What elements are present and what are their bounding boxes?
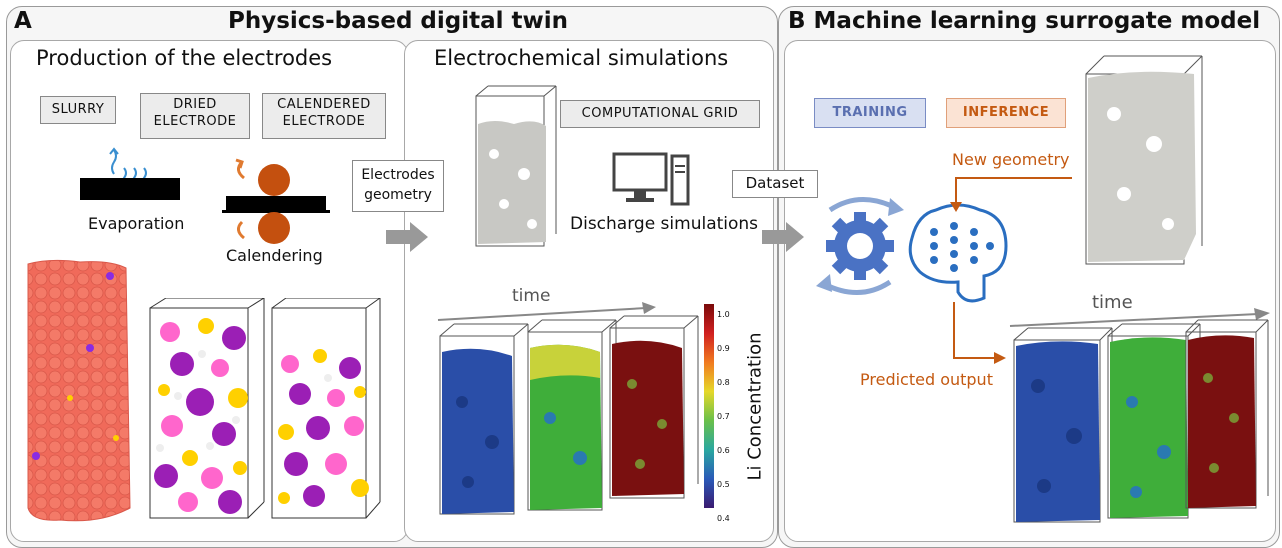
new-geometry-arrow: [950, 177, 1072, 212]
panel-a-letter: A: [14, 8, 32, 34]
computer-icon: [612, 152, 690, 206]
arrow-to-simulations: [386, 222, 428, 252]
dataset-label: Dataset: [732, 170, 818, 198]
computational-grid-label: COMPUTATIONAL GRID: [560, 100, 760, 128]
evaporation-illustration: [80, 147, 180, 200]
predicted-output-arrow: [953, 302, 1006, 364]
training-label: TRAINING: [814, 98, 926, 128]
simulation-volume-low: [439, 323, 529, 515]
electrochemical-title: Electrochemical simulations: [434, 46, 729, 70]
predicted-output-label: Predicted output: [860, 370, 993, 389]
electrodes-geometry-label: Electrodes geometry: [352, 160, 444, 212]
slurry-particle-column: [27, 259, 131, 522]
simulation-time-label: time: [512, 286, 551, 306]
simulation-time-arrow: [437, 302, 656, 321]
calendering-label: Calendering: [226, 246, 323, 265]
dried-electrode-packing: [149, 298, 265, 519]
new-geometry-label: New geometry: [952, 150, 1070, 169]
calendering-illustration: [222, 158, 330, 244]
colorbar-tick-1-0: 1.0: [717, 310, 730, 319]
new-geometry-volume: [1085, 55, 1203, 265]
discharge-simulations-label: Discharge simulations: [570, 214, 759, 234]
panel-b-title: Machine learning surrogate model: [813, 8, 1261, 34]
colorbar-tick-0-4: 0.4: [717, 514, 730, 523]
prediction-volume-low: [1013, 327, 1113, 523]
training-cycle-gear-icon: [816, 197, 904, 295]
li-concentration-colorbar: [704, 304, 714, 508]
colorbar-tick-0-9: 0.9: [717, 344, 730, 353]
colorbar-tick-0-7: 0.7: [717, 412, 730, 421]
simulation-volume-high: [609, 315, 699, 499]
brain-neural-network-icon: [908, 203, 1008, 303]
colorbar-ticks: 1.0 0.9 0.8 0.7 0.6 0.5 0.4: [717, 298, 730, 536]
inference-label: INFERENCE: [946, 98, 1066, 128]
li-concentration-label: Li Concentration: [744, 332, 766, 481]
colorbar-tick-0-5: 0.5: [717, 480, 730, 489]
slurry-label: SLURRY: [40, 96, 116, 124]
computational-grid-volume: [475, 85, 557, 247]
calendered-electrode-label: CALENDERED ELECTRODE: [262, 93, 386, 139]
colorbar-tick-0-8: 0.8: [717, 378, 730, 387]
panel-a-title: Physics-based digital twin: [228, 8, 569, 34]
production-title: Production of the electrodes: [36, 46, 333, 70]
dried-electrode-label: DRIED ELECTRODE: [140, 93, 250, 139]
panel-b-title-line: B Machine learning surrogate model: [788, 8, 1260, 34]
prediction-volume-high: [1185, 319, 1269, 509]
colorbar-tick-0-6: 0.6: [717, 446, 730, 455]
prediction-time-label: time: [1092, 292, 1133, 313]
simulation-volume-mid: [527, 319, 617, 511]
prediction-time-arrow: [1009, 308, 1270, 327]
evaporation-label: Evaporation: [88, 214, 185, 233]
panel-b-letter: B: [788, 8, 806, 34]
calendered-electrode-packing: [271, 298, 381, 519]
arrow-to-ml: [762, 222, 804, 252]
